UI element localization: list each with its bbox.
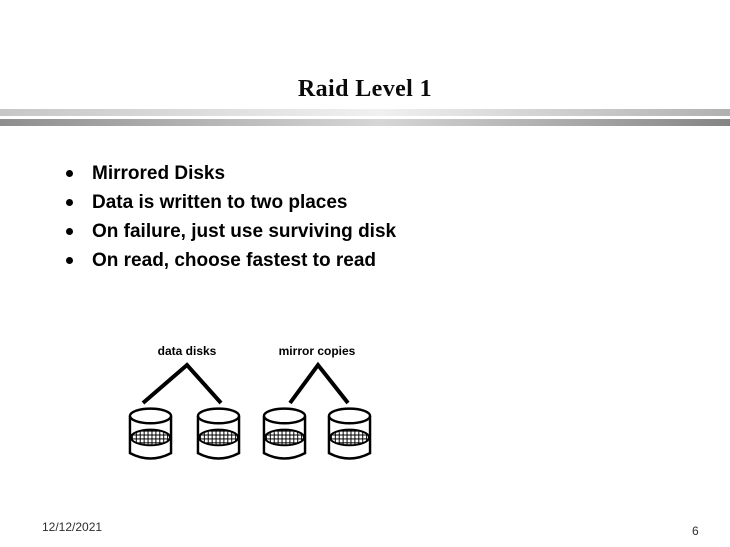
bullet-item: Mirrored Disks: [66, 159, 396, 188]
bullet-text: Data is written to two places: [92, 191, 348, 213]
caret-line-right: [288, 361, 350, 405]
disk-cylinder-icon: [196, 407, 241, 460]
bullet-dot-icon: [66, 170, 73, 177]
bullet-item: On read, choose fastest to read: [66, 246, 396, 275]
bullet-dot-icon: [66, 257, 73, 264]
bullet-text: On failure, just use surviving disk: [92, 220, 397, 242]
disk-cylinder-icon: [327, 407, 372, 460]
bullet-dot-icon: [66, 199, 73, 206]
divider-stripe-bottom: [0, 119, 730, 126]
data-disks-label: data disks: [157, 344, 217, 358]
bullet-item: Data is written to two places: [66, 188, 396, 217]
slide-title: Raid Level 1: [297, 76, 433, 102]
disk-cylinder-icon: [128, 407, 173, 460]
footer-date: 12/12/2021: [42, 520, 103, 534]
connector-lines: [141, 361, 350, 405]
disk-cylinder-icon: [262, 407, 307, 460]
bullet-text: Mirrored Disks: [92, 162, 226, 184]
bullet-list: Mirrored Disks Data is written to two pl…: [66, 159, 396, 275]
mirror-copies-label: mirror copies: [278, 344, 356, 358]
page-number: 6: [692, 524, 699, 538]
bullet-item: On failure, just use surviving disk: [66, 217, 396, 246]
bullet-text: On read, choose fastest to read: [92, 249, 377, 271]
caret-line-left: [141, 362, 223, 405]
bullet-dot-icon: [66, 228, 73, 235]
divider-stripe-top: [0, 109, 730, 116]
